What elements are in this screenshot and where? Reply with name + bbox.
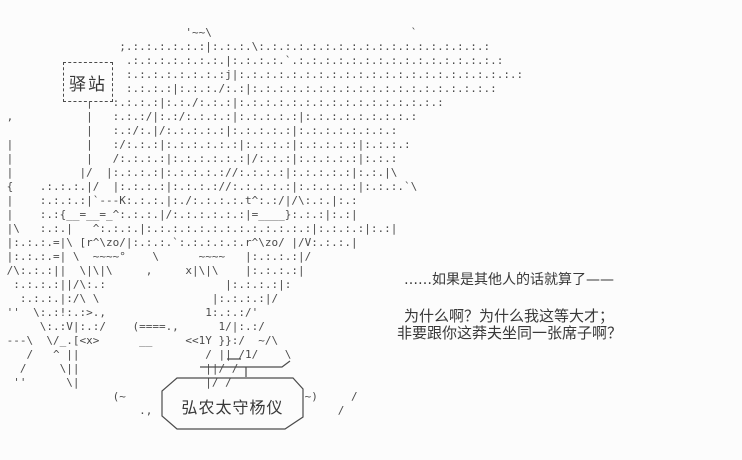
station-label: 驿站: [69, 74, 107, 95]
dialogue-line-1: ……如果是其他人的话就算了——: [404, 272, 614, 288]
ascii-art: '~~\ ` ;.:.:.:.:.:.:|:.:.:.\:.:.:.:.:.:.…: [6, 26, 524, 417]
dialogue-line-2: 为什么啊？为什么我这等大才；: [404, 307, 615, 325]
dialogue-line-3: 非要跟你这莽夫坐同一张席子啊？: [397, 324, 623, 342]
station-label-box: 驿站: [63, 62, 113, 102]
nameplate-label: 弘农太守杨仪: [181, 398, 284, 417]
